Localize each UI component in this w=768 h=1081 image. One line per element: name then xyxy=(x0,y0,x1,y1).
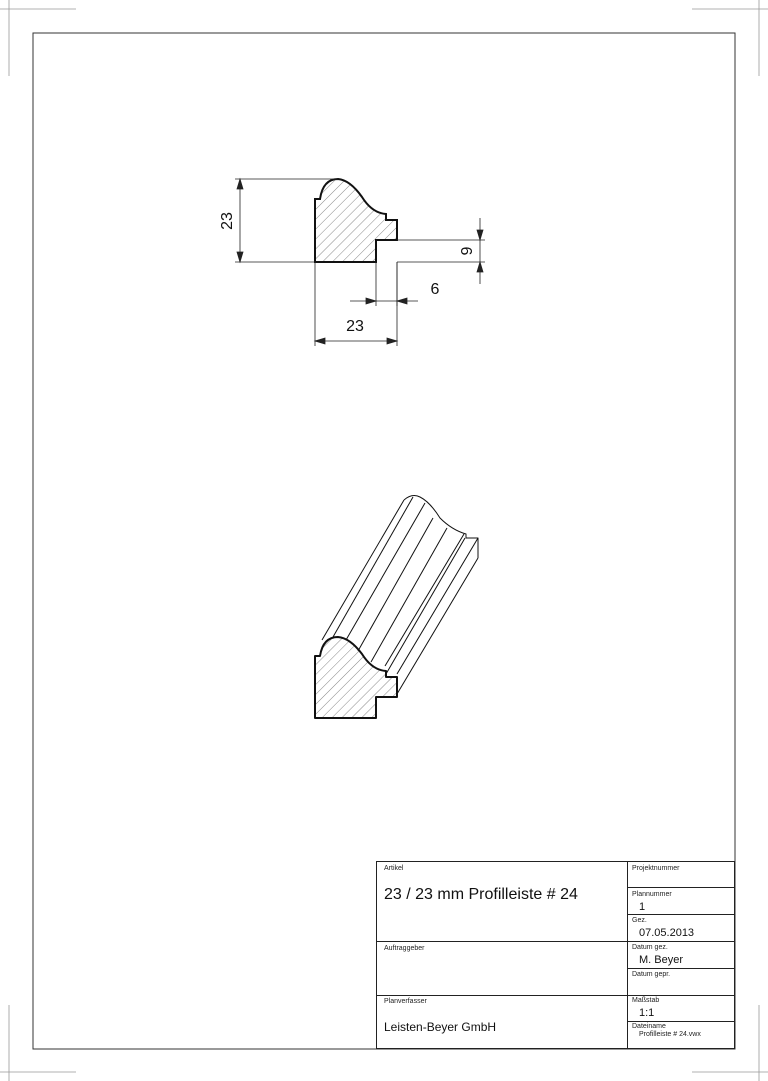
title-block-rule xyxy=(627,968,734,969)
profile-cross-section xyxy=(314,177,398,263)
datum-gez-label: Datum gez. xyxy=(632,944,668,951)
title-block-rule xyxy=(627,887,734,888)
rebate-height-dimension-label: 6 xyxy=(457,247,474,256)
title-block-rule xyxy=(377,995,627,996)
dateiname-value: Profilleiste # 24.vwx xyxy=(639,1031,701,1038)
plannummer-value: 1 xyxy=(639,901,646,913)
auftraggeber-label: Auftraggeber xyxy=(384,945,425,952)
title-block: Artikel 23 / 23 mm Profilleiste # 24 Auf… xyxy=(376,861,735,1049)
datum-gez-value: M. Beyer xyxy=(639,954,684,966)
profile-isometric-view xyxy=(314,495,479,719)
gez-label: Gez. xyxy=(632,917,647,924)
title-block-rule xyxy=(377,941,627,942)
dateiname-label: Dateiname xyxy=(632,1023,666,1030)
artikel-label: Artikel xyxy=(384,865,404,872)
plannummer-label: Plannummer xyxy=(632,891,672,898)
artikel-value: 23 / 23 mm Profilleiste # 24 xyxy=(384,886,578,903)
planverfasser-value: Leisten-Beyer GmbH xyxy=(384,1020,497,1034)
rebate-width-dimension-label: 6 xyxy=(431,281,440,298)
dimension-lines xyxy=(235,177,485,346)
massstab-label: Maßstab xyxy=(632,997,660,1004)
height-dimension-label: 23 xyxy=(219,212,236,230)
drawing-frame xyxy=(32,32,736,1050)
title-block-rule xyxy=(627,1021,734,1022)
title-block-rule xyxy=(627,914,734,915)
massstab-value: 1:1 xyxy=(639,1007,655,1019)
title-block-rule xyxy=(627,941,734,942)
datum-gepr-label: Datum gepr. xyxy=(632,971,671,978)
gez-value: 07.05.2013 xyxy=(639,927,695,939)
projektnummer-label: Projektnummer xyxy=(632,865,680,872)
title-block-rule xyxy=(627,995,734,996)
width-dimension-label: 23 xyxy=(346,318,364,335)
title-block-divider xyxy=(627,862,628,1048)
planverfasser-label: Planverfasser xyxy=(384,998,427,1005)
